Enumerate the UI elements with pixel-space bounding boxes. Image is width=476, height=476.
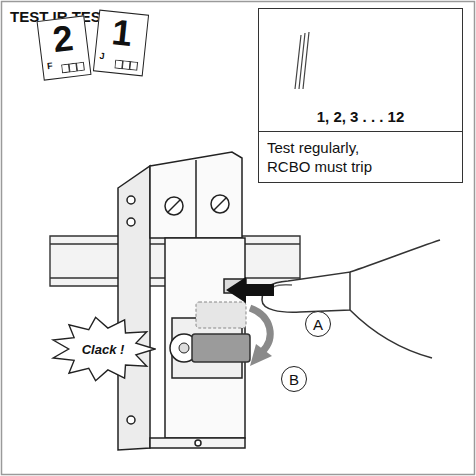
date-cell (122, 61, 130, 70)
date-cell (115, 60, 123, 69)
rcbo-body (118, 152, 246, 450)
page-stack (287, 27, 347, 107)
date-cell (76, 62, 84, 71)
calendar-page: 1J (93, 10, 149, 77)
date-number: 1 (110, 12, 134, 54)
instruction-text: Test regularly, RCBO must trip (267, 138, 399, 176)
instruction-box: Test regularly, RCBO must trip (258, 131, 463, 183)
month-letter: F (43, 61, 54, 72)
callout-letter: A (305, 311, 331, 337)
page-edge (295, 32, 309, 89)
date-grid (61, 62, 86, 74)
month-letter: J (95, 50, 105, 61)
calendar-page: 2F (37, 15, 92, 80)
month-sequence: 1, 2, 3 . . . 12 (317, 108, 405, 125)
date-number: 2 (51, 18, 76, 60)
press-arrow (226, 277, 274, 303)
calendar-inset: 1, 2, 3 . . . 12 (258, 8, 463, 132)
toggle-lever (170, 302, 272, 366)
sound-text: Clack ! (82, 342, 125, 357)
date-cell (69, 63, 77, 72)
date-grid (114, 59, 139, 70)
date-cell (62, 64, 70, 73)
sound-burst: Clack ! (50, 316, 156, 382)
callout-letter: B (281, 366, 307, 392)
callout-letter-text: B (289, 372, 299, 387)
burst-shape (53, 317, 155, 380)
date-cell (130, 62, 138, 71)
callout-letter-text: A (313, 317, 323, 332)
finger (262, 240, 440, 358)
